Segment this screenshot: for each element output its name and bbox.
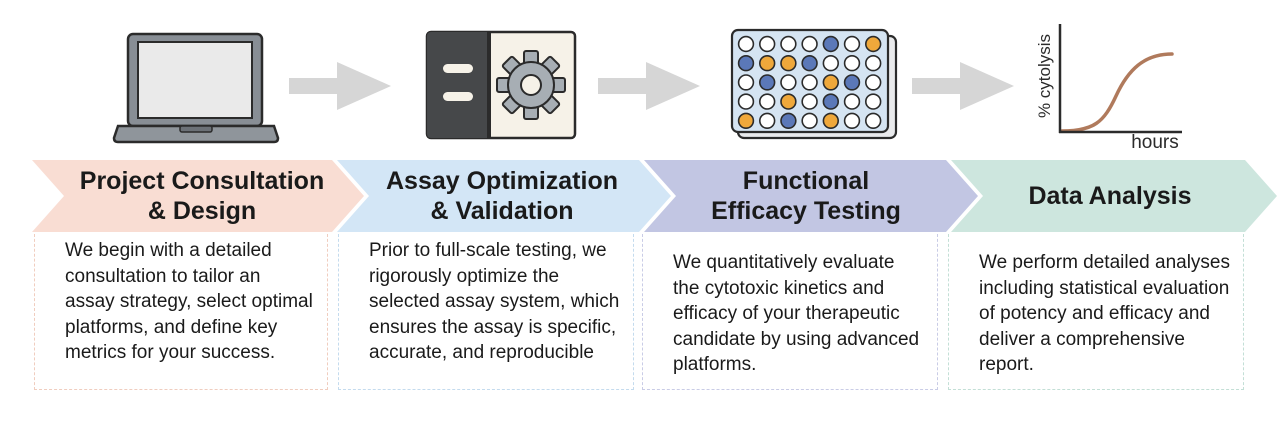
step-1-title: Project Consultation & Design — [79, 167, 325, 225]
plate-well — [865, 74, 882, 91]
plate-well — [737, 55, 755, 72]
plate-well — [843, 55, 861, 72]
plate-well — [737, 35, 755, 53]
line-chart-icon: % cytolysis hours — [1035, 24, 1182, 153]
flow-arrow-3 — [912, 62, 1014, 110]
plate-well — [780, 112, 797, 130]
step-4-box: We perform detailed analyses including s… — [948, 234, 1244, 390]
step-4-chevron — [951, 160, 1277, 232]
plate-well — [801, 55, 818, 72]
plate-well — [801, 74, 818, 91]
plate-well — [843, 74, 861, 91]
plate-well — [843, 35, 861, 53]
step-2-chevron — [337, 160, 671, 232]
plate-well — [801, 112, 818, 130]
plate-well — [822, 55, 840, 72]
step-1-chevron — [32, 160, 364, 232]
step-2-title: Assay Optimization & Validation — [386, 167, 618, 225]
plate-well — [822, 74, 840, 91]
step-4-description: We perform detailed analyses including s… — [979, 252, 1230, 375]
plate-well — [865, 55, 882, 72]
settings-panel-icon — [425, 30, 577, 140]
chart-xlabel: hours — [1131, 132, 1179, 153]
well-plate-icon — [730, 28, 898, 140]
step-3-box: We quantitatively evaluate the cytotoxic… — [642, 234, 938, 390]
flow-arrow-2 — [598, 62, 700, 110]
plate-well — [801, 35, 818, 53]
plate-well — [843, 112, 861, 130]
plate-well — [822, 35, 840, 53]
chevron-band — [32, 160, 1277, 232]
plate-well — [843, 93, 861, 110]
chart-ylabel: % cytolysis — [1035, 34, 1054, 118]
plate-well — [865, 35, 882, 53]
plate-well — [759, 55, 776, 72]
plate-well — [759, 35, 776, 53]
plate-well — [780, 93, 797, 110]
plate-well — [737, 112, 755, 130]
plate-well — [780, 35, 797, 53]
step-2-description: Prior to full-scale testing, we rigorous… — [369, 240, 620, 363]
step-3-chevron — [644, 160, 978, 232]
laptop-icon — [112, 32, 280, 144]
plate-well — [822, 112, 840, 130]
plate-well — [737, 74, 755, 91]
plate-well — [865, 93, 882, 110]
step-3-description: We quantitatively evaluate the cytotoxic… — [673, 252, 920, 375]
sigmoid-curve — [1060, 52, 1174, 133]
plate-well — [759, 74, 776, 91]
step-3-title: Functional Efficacy Testing — [711, 167, 901, 225]
flow-arrow-1 — [289, 62, 391, 110]
plate-well — [759, 93, 776, 110]
plate-well — [759, 112, 776, 130]
plate-well — [865, 112, 882, 130]
step-2-box: Prior to full-scale testing, we rigorous… — [338, 234, 634, 390]
plate-well — [822, 93, 840, 110]
plate-well — [780, 55, 797, 72]
step-1-box: We begin with a detailed consultation to… — [34, 234, 328, 390]
step-1-description: We begin with a detailed consultation to… — [65, 240, 313, 363]
step-4-title: Data Analysis — [1028, 182, 1192, 210]
plate-well — [801, 93, 818, 110]
plate-well — [737, 93, 755, 110]
plate-well — [780, 74, 797, 91]
